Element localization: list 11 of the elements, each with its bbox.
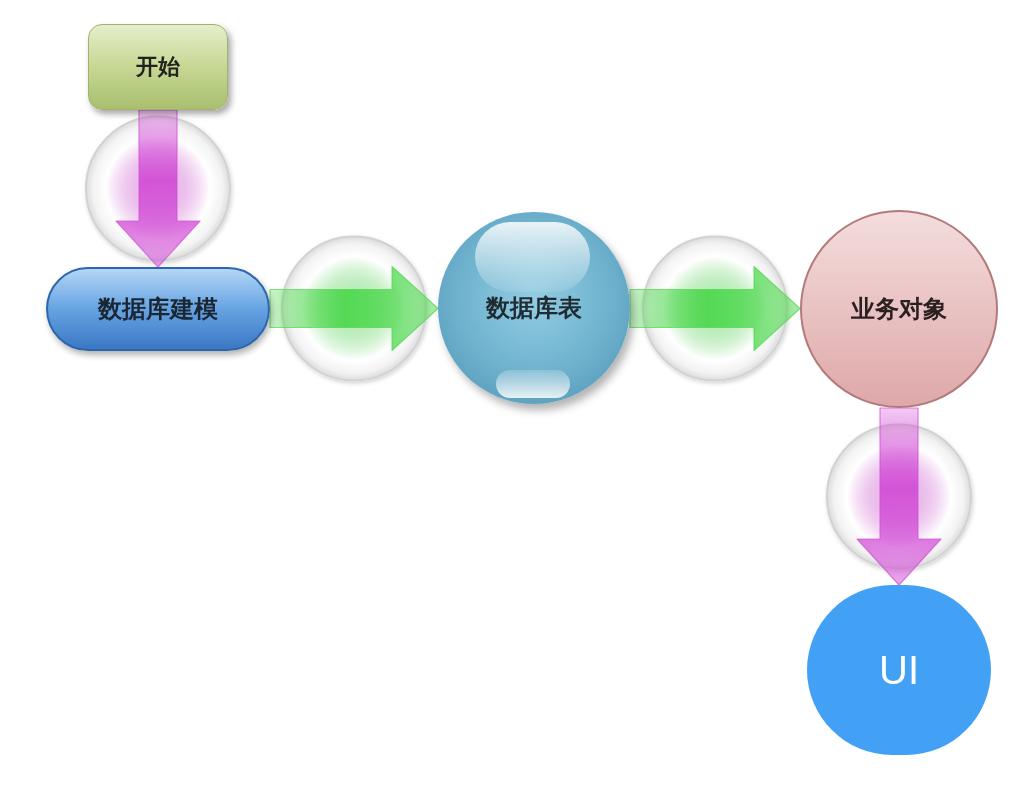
node-label: 数据库表: [486, 293, 582, 323]
node-label: 开始: [136, 53, 180, 81]
pill-node: [46, 267, 270, 351]
rounded-box-node: [88, 24, 228, 110]
block-arrow: [115, 109, 201, 268]
block-arrow: [856, 407, 942, 586]
node-label: 业务对象: [851, 294, 947, 324]
block-arrow: [629, 265, 801, 352]
node-label: UI: [879, 647, 919, 694]
node-label: 数据库建模: [98, 294, 218, 324]
block-arrow: [269, 265, 439, 352]
